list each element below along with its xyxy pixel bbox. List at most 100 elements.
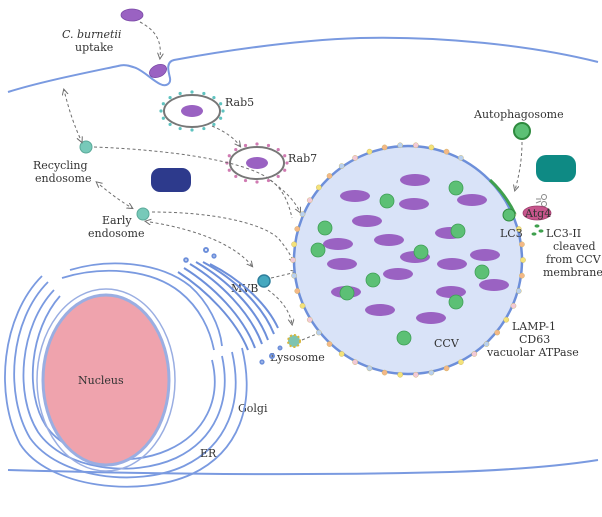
vacuolar-atpase-label: vacuolar ATPase [486, 346, 579, 359]
ccv-surface-marker [315, 329, 322, 336]
ccv-surface-marker [306, 316, 313, 323]
rab7-marker-dot [255, 142, 259, 146]
ccv-surface-marker [290, 257, 296, 263]
ccv-green-bodies [310, 180, 490, 346]
ccv-surface-marker [326, 173, 333, 179]
ccv-surface-marker [519, 241, 525, 248]
lc3-label: LC3 [500, 227, 523, 240]
lc3ii-label-line4: membrane [543, 266, 602, 279]
rab5-marker-dot [168, 95, 172, 100]
ccv-surface-marker [458, 359, 464, 365]
ccv-surface-marker [381, 144, 388, 151]
ccv-surface-marker [315, 184, 322, 191]
rab5-marker-dot [161, 116, 165, 120]
rab5-marker-dot [202, 91, 206, 96]
arrow-uptake [139, 21, 160, 58]
bacterium [323, 238, 353, 250]
green-body [413, 244, 429, 260]
ccv-surface-marker [326, 341, 333, 347]
ccv-surface-marker [520, 257, 526, 263]
ccv-surface-marker [443, 148, 450, 155]
rab5-marker-dot [178, 126, 182, 131]
ccv-surface-marker [294, 226, 301, 232]
rab5-marker-dot [212, 122, 216, 127]
rab5-marker-dot [219, 102, 223, 106]
ccv-surface-marker [510, 303, 517, 309]
green-body [448, 180, 464, 196]
lc3ii-label-line2: cleaved [553, 240, 596, 253]
ccv-surface-marker [306, 197, 313, 204]
green-body [365, 272, 381, 288]
endoplasmic-reticulum [4, 262, 248, 488]
plasma-membrane-top [7, 36, 599, 93]
rab5-marker-dot [159, 109, 163, 113]
uptake-label-line1: C. burnetii [62, 28, 121, 41]
rab5-label: Rab5 [225, 96, 254, 109]
rab7-marker-dot [276, 147, 280, 152]
golgi [177, 247, 283, 365]
ccv-surface-marker [352, 359, 358, 365]
ccv-surface-marker [428, 369, 435, 376]
arrow-mvb-lysosome [267, 289, 292, 324]
bacterium [374, 234, 404, 246]
ccv-surface-marker [352, 155, 358, 161]
rab7-marker-dot [227, 154, 231, 158]
rab5-marker-dot [190, 128, 194, 132]
rab7-marker-dot [234, 147, 238, 152]
rab7-markers [225, 142, 289, 184]
rab7-marker-dot [234, 174, 238, 179]
rab5-marker-dot [212, 95, 216, 100]
rab7-endosome [225, 142, 289, 184]
rab5-marker-dot [219, 116, 223, 120]
rab7-marker-dot [276, 174, 280, 179]
lc3ii-label-line3: from CCV [546, 253, 602, 266]
bacterium [352, 215, 382, 227]
ccv-surface-marker [291, 241, 297, 248]
lysosome [287, 334, 301, 348]
recycling-endosome [79, 140, 93, 154]
rab5-marker-dot [168, 122, 172, 127]
rab7-marker-dot [283, 168, 287, 172]
green-body [396, 330, 412, 346]
recycling-label-line2: endosome [35, 172, 91, 185]
rab7-marker-dot [266, 143, 271, 148]
green-body [317, 220, 333, 236]
rab7-marker-dot [285, 161, 289, 165]
arrow-recycling-membrane [64, 90, 80, 138]
rab5-endosome [159, 90, 225, 132]
rab7-marker-dot [255, 180, 259, 184]
arrow-recycling-early [100, 185, 132, 208]
ccv-surface-marker [503, 316, 510, 323]
ccv-surface-marker [413, 371, 419, 378]
plasma-membrane-bottom [7, 459, 599, 476]
green-body [310, 242, 326, 258]
green-body [448, 294, 464, 310]
bacterium [383, 268, 413, 280]
bacterium [327, 258, 357, 270]
ccv-surface-marker [471, 351, 478, 357]
green-body [450, 223, 466, 239]
bacterium [365, 304, 395, 316]
lc3ii-fragments [531, 224, 544, 236]
ccv-label: CCV [434, 337, 460, 350]
ccv-surface-marker [299, 211, 306, 217]
ccv-surface-marker [494, 329, 501, 336]
cd63-label: CD63 [519, 333, 550, 346]
rab7-marker-dot [266, 178, 271, 183]
ccv-bacteria [323, 174, 509, 324]
bacterium [437, 258, 467, 270]
scissors-icon [535, 194, 547, 207]
ccv-surface-marker [366, 365, 373, 372]
bacterium-uptake [149, 63, 167, 79]
ccv-surface-marker [294, 288, 301, 294]
navy-capsule [151, 168, 191, 192]
green-body [474, 264, 490, 280]
ccv-surface-marker [428, 144, 435, 151]
rab7-label: Rab7 [288, 152, 317, 165]
uptake-label-line2: uptake [75, 41, 113, 54]
rab7-marker-dot [227, 168, 231, 172]
arrow-recycling-ccv [93, 146, 293, 219]
autophagosome-label: Autophagosome [473, 108, 564, 121]
rab5-markers [159, 90, 225, 132]
